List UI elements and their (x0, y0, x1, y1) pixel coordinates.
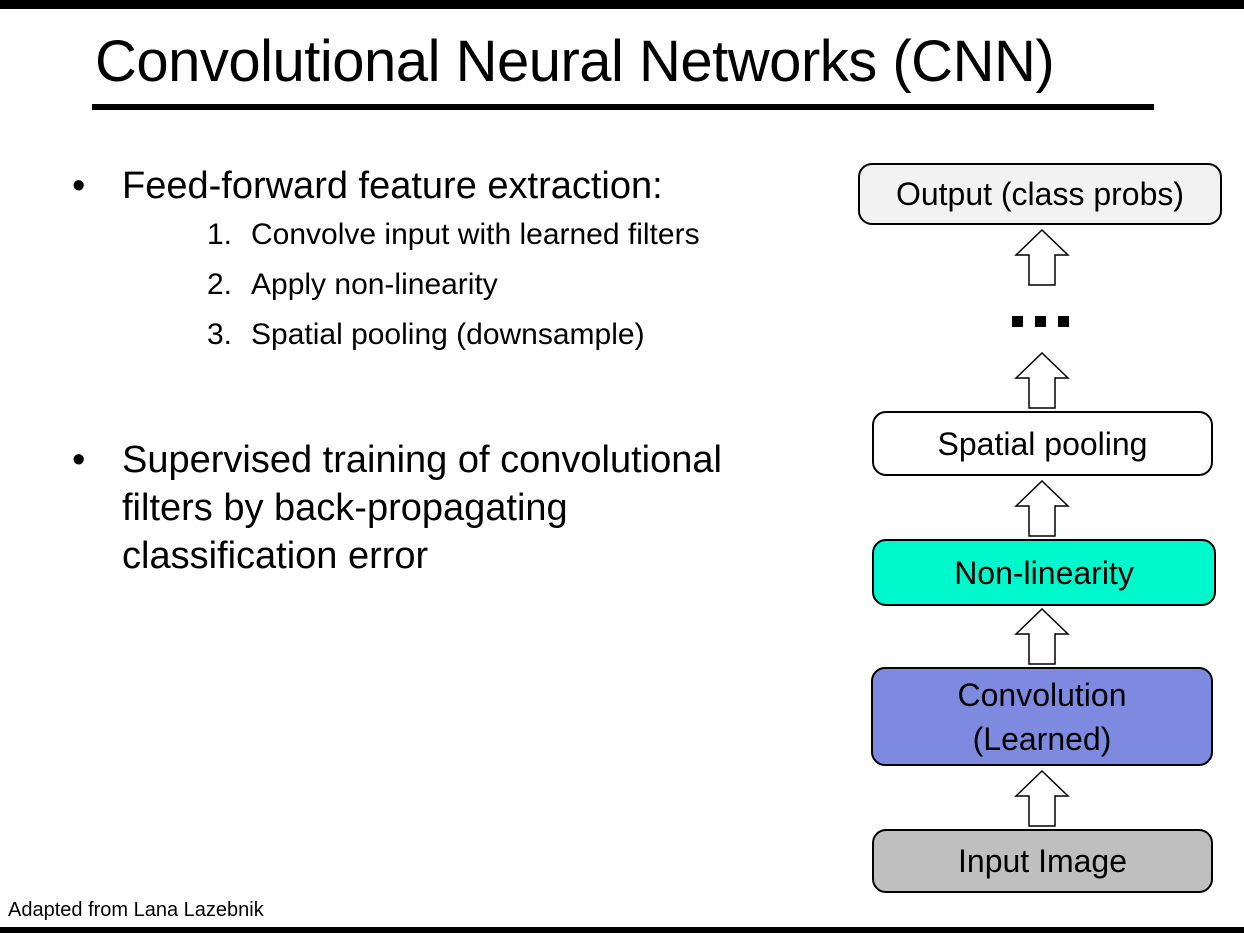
item-number: 2. (207, 268, 233, 301)
top-border-bar (0, 0, 1244, 9)
ellipsis-dots (1012, 316, 1069, 327)
up-arrow-icon (1014, 770, 1070, 827)
list-item: 1. Convolve input with learned filters (207, 210, 700, 260)
bullet-text: Supervised training of convolutional fil… (122, 436, 722, 580)
diagram-box-non-linearity: Non-linearity (872, 539, 1216, 606)
dot (1058, 316, 1069, 327)
list-item: 3. Spatial pooling (downsample) (207, 310, 700, 360)
dot (1012, 316, 1023, 327)
item-number: 3. (207, 318, 233, 351)
bullet-marker: • (72, 439, 86, 481)
item-text: Apply non-linearity (251, 268, 498, 301)
up-arrow-icon (1014, 229, 1070, 286)
diagram-box-output: Output (class probs) (858, 163, 1222, 225)
page-title: Convolutional Neural Networks (CNN) (95, 29, 1055, 94)
diagram-box-input-image: Input Image (872, 829, 1213, 893)
up-arrow-icon (1014, 480, 1070, 537)
bullet-text-line: filters by back-propagating (122, 487, 568, 529)
up-arrow-icon (1014, 608, 1070, 665)
bullet-text-line: classification error (122, 535, 429, 577)
title-underline (92, 104, 1154, 110)
bullet-supervised-training: • Supervised training of convolutional f… (72, 436, 722, 580)
bullet-marker: • (72, 165, 86, 207)
diagram-box-spatial-pooling: Spatial pooling (872, 411, 1213, 476)
dot (1035, 316, 1046, 327)
bullet-feed-forward: • Feed-forward feature extraction: (72, 162, 663, 210)
item-text: Spatial pooling (downsample) (251, 318, 645, 351)
item-number: 1. (207, 218, 233, 251)
bottom-border-bar (0, 927, 1244, 933)
attribution-text: Adapted from Lana Lazebnik (8, 899, 264, 921)
feature-extraction-steps: 1. Convolve input with learned filters 2… (207, 210, 700, 360)
bullet-text: Feed-forward feature extraction: (122, 165, 663, 207)
up-arrow-icon (1014, 352, 1070, 409)
bullet-text-line: Supervised training of convolutional (122, 439, 722, 481)
diagram-box-convolution: Convolution (Learned) (871, 667, 1213, 766)
list-item: 2. Apply non-linearity (207, 260, 700, 310)
item-text: Convolve input with learned filters (251, 218, 700, 251)
